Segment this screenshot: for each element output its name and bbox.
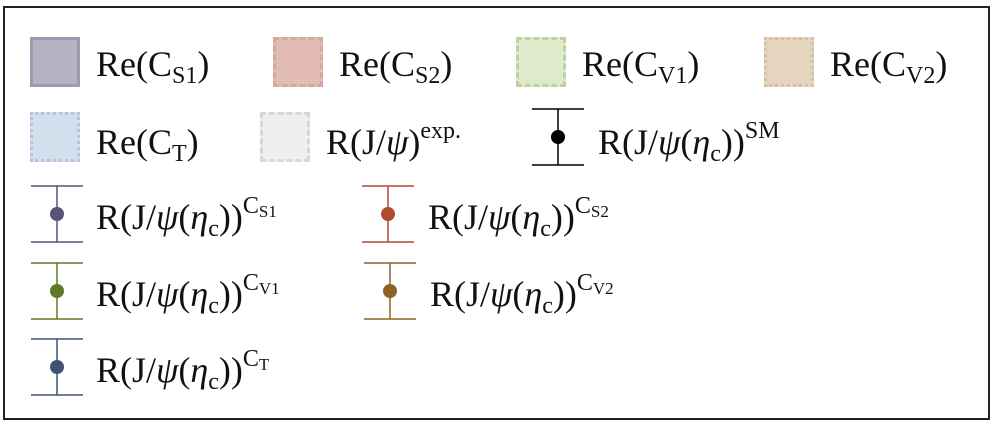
swatch-re-cv2	[764, 37, 814, 87]
label-r-ct: R(J/ψ(ηc))CT	[96, 346, 270, 395]
label-r-sm: R(J/ψ(ηc))SM	[598, 118, 780, 167]
label-re-cv2: Re(CV2)	[830, 44, 948, 89]
label-re-ct: Re(CT)	[96, 122, 199, 167]
errbar-dot	[381, 207, 395, 221]
legend-box	[3, 6, 990, 420]
label-re-cv1: Re(CV1)	[582, 44, 700, 89]
marker-r-cs2	[362, 185, 414, 243]
swatch-re-cv1	[516, 37, 566, 87]
swatch-r-exp	[260, 112, 310, 162]
marker-r-sm	[532, 108, 584, 166]
marker-r-cv2	[364, 262, 416, 320]
swatch-re-cs2	[273, 37, 323, 87]
label-r-cs2: R(J/ψ(ηc))CS2	[428, 193, 609, 242]
label-re-cs1: Re(CS1)	[96, 44, 210, 89]
errbar-dot	[383, 284, 397, 298]
label-r-cv2: R(J/ψ(ηc))CV2	[430, 270, 614, 319]
label-r-exp: R(J/ψ)exp.	[326, 118, 462, 162]
errbar-dot	[50, 360, 64, 374]
label-re-cs2: Re(CS2)	[339, 44, 453, 89]
errbar-dot	[50, 284, 64, 298]
marker-r-ct	[31, 338, 83, 396]
label-r-cv1: R(J/ψ(ηc))CV1	[96, 270, 280, 319]
marker-r-cs1	[31, 185, 83, 243]
swatch-re-ct	[30, 112, 80, 162]
label-r-cs1: R(J/ψ(ηc))CS1	[96, 193, 277, 242]
marker-r-cv1	[31, 262, 83, 320]
swatch-re-cs1	[30, 37, 80, 87]
errbar-dot	[50, 207, 64, 221]
errbar-dot	[551, 130, 565, 144]
